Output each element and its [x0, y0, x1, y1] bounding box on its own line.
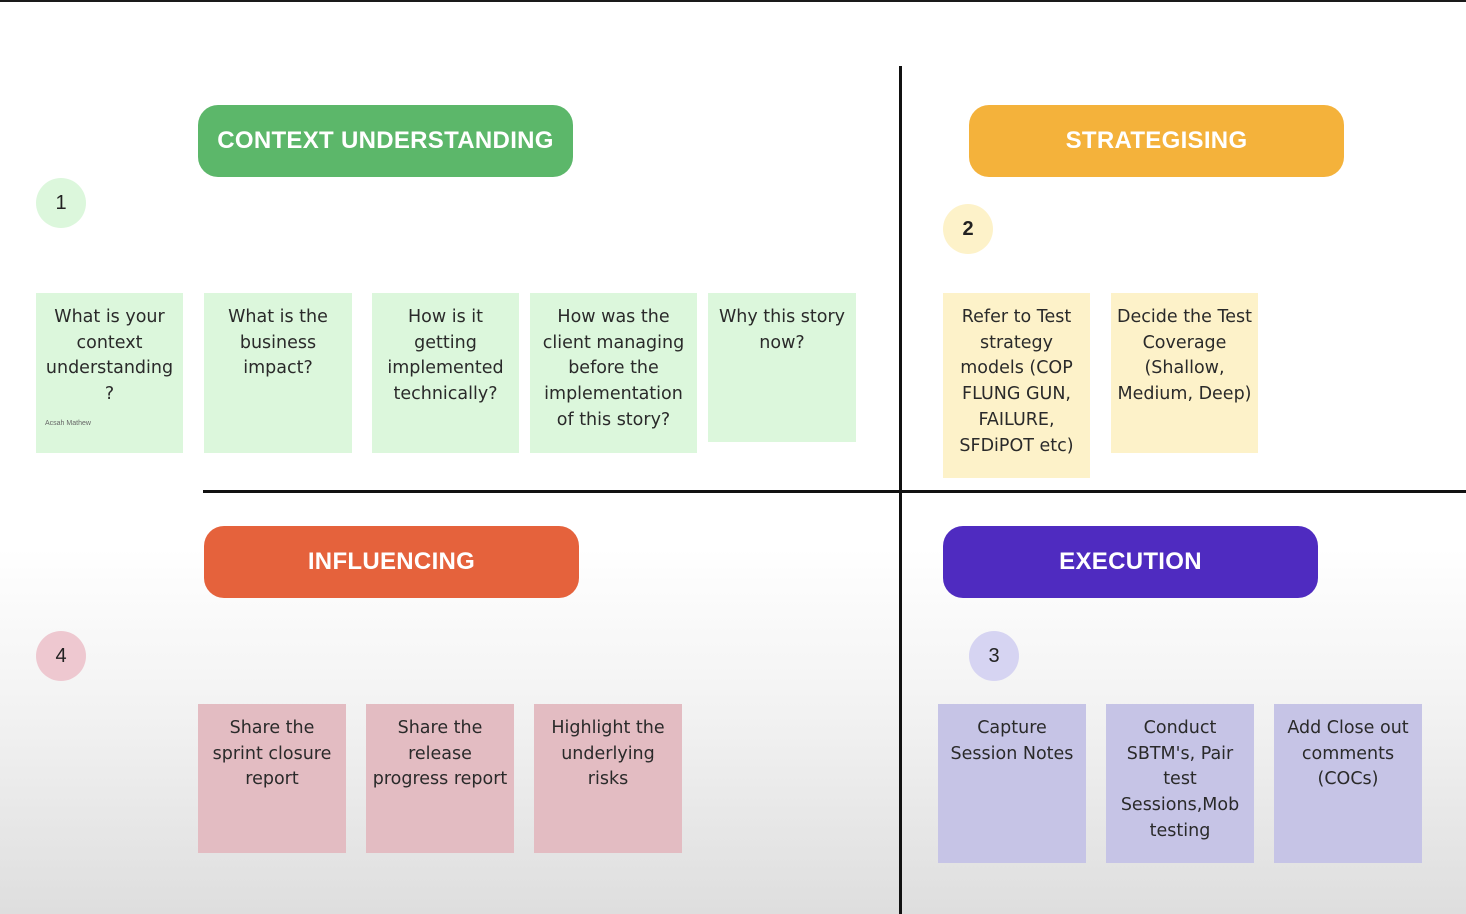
step-4-badge: 4: [36, 631, 86, 681]
execution-note-2: Conduct SBTM's, Pair test Sessions,Mob t…: [1106, 704, 1254, 863]
context-note-4: How was the client managing before the i…: [530, 293, 697, 453]
context-note-5: Why this story now?: [708, 293, 856, 442]
step-2-badge: 2: [943, 204, 993, 254]
step-1-badge: 1: [36, 178, 86, 228]
influencing-note-3: Highlight the underlying risks: [534, 704, 682, 853]
strategising-note-1: Refer to Test strategy models (COP FLUNG…: [943, 293, 1090, 478]
execution-header: EXECUTION: [943, 526, 1318, 598]
context-note-1: What is your context understanding ?: [36, 293, 183, 453]
strategising-note-2: Decide the Test Coverage (Shallow, Mediu…: [1111, 293, 1258, 453]
note-author-signature: Acsah Mathew: [45, 420, 91, 427]
context-understanding-header: CONTEXT UNDERSTANDING: [198, 105, 573, 177]
influencing-header: INFLUENCING: [204, 526, 579, 598]
execution-note-3: Add Close out comments (COCs): [1274, 704, 1422, 863]
context-note-3: How is it getting implemented technicall…: [372, 293, 519, 453]
influencing-note-2: Share the release progress report: [366, 704, 514, 853]
influencing-note-1: Share the sprint closure report: [198, 704, 346, 853]
strategising-header: STRATEGISING: [969, 105, 1344, 177]
horizontal-divider: [203, 490, 1466, 493]
top-border: [0, 0, 1466, 2]
execution-note-1: Capture Session Notes: [938, 704, 1086, 863]
step-3-badge: 3: [969, 631, 1019, 681]
context-note-2: What is the business impact?: [204, 293, 352, 453]
